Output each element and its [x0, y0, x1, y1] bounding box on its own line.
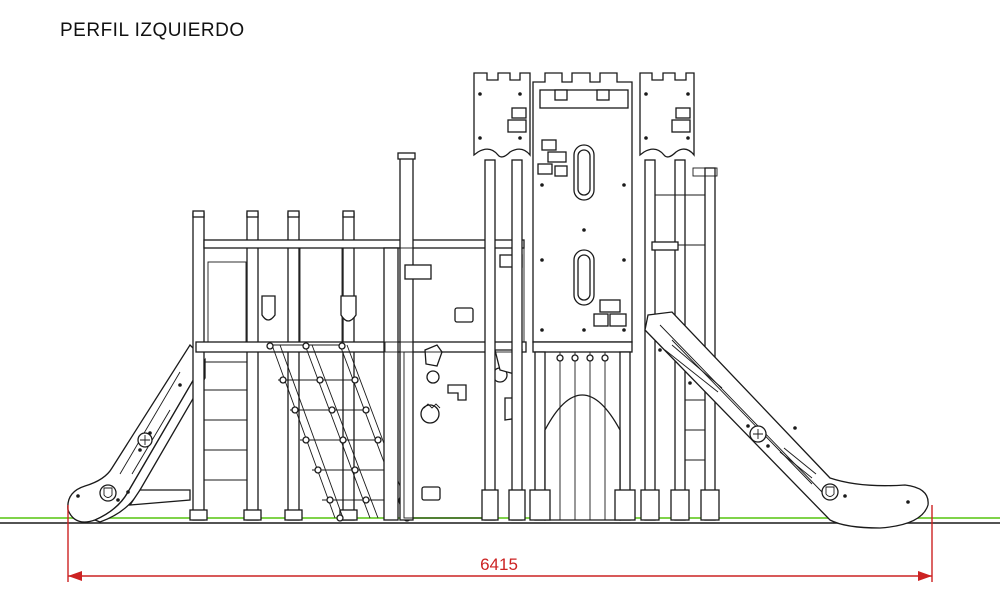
drawing-title: PERFIL IZQUIERDO	[60, 20, 245, 41]
dimension-arrow-right	[918, 571, 932, 581]
right-slide	[644, 311, 929, 529]
overall-length-dimension: 6415	[67, 505, 933, 582]
middle-section	[383, 152, 527, 521]
dimension-value: 6415	[480, 555, 518, 574]
dimension-arrow-left	[68, 571, 82, 581]
castle-tower	[473, 72, 695, 521]
left-tower	[189, 210, 527, 521]
left-slide	[67, 343, 206, 523]
